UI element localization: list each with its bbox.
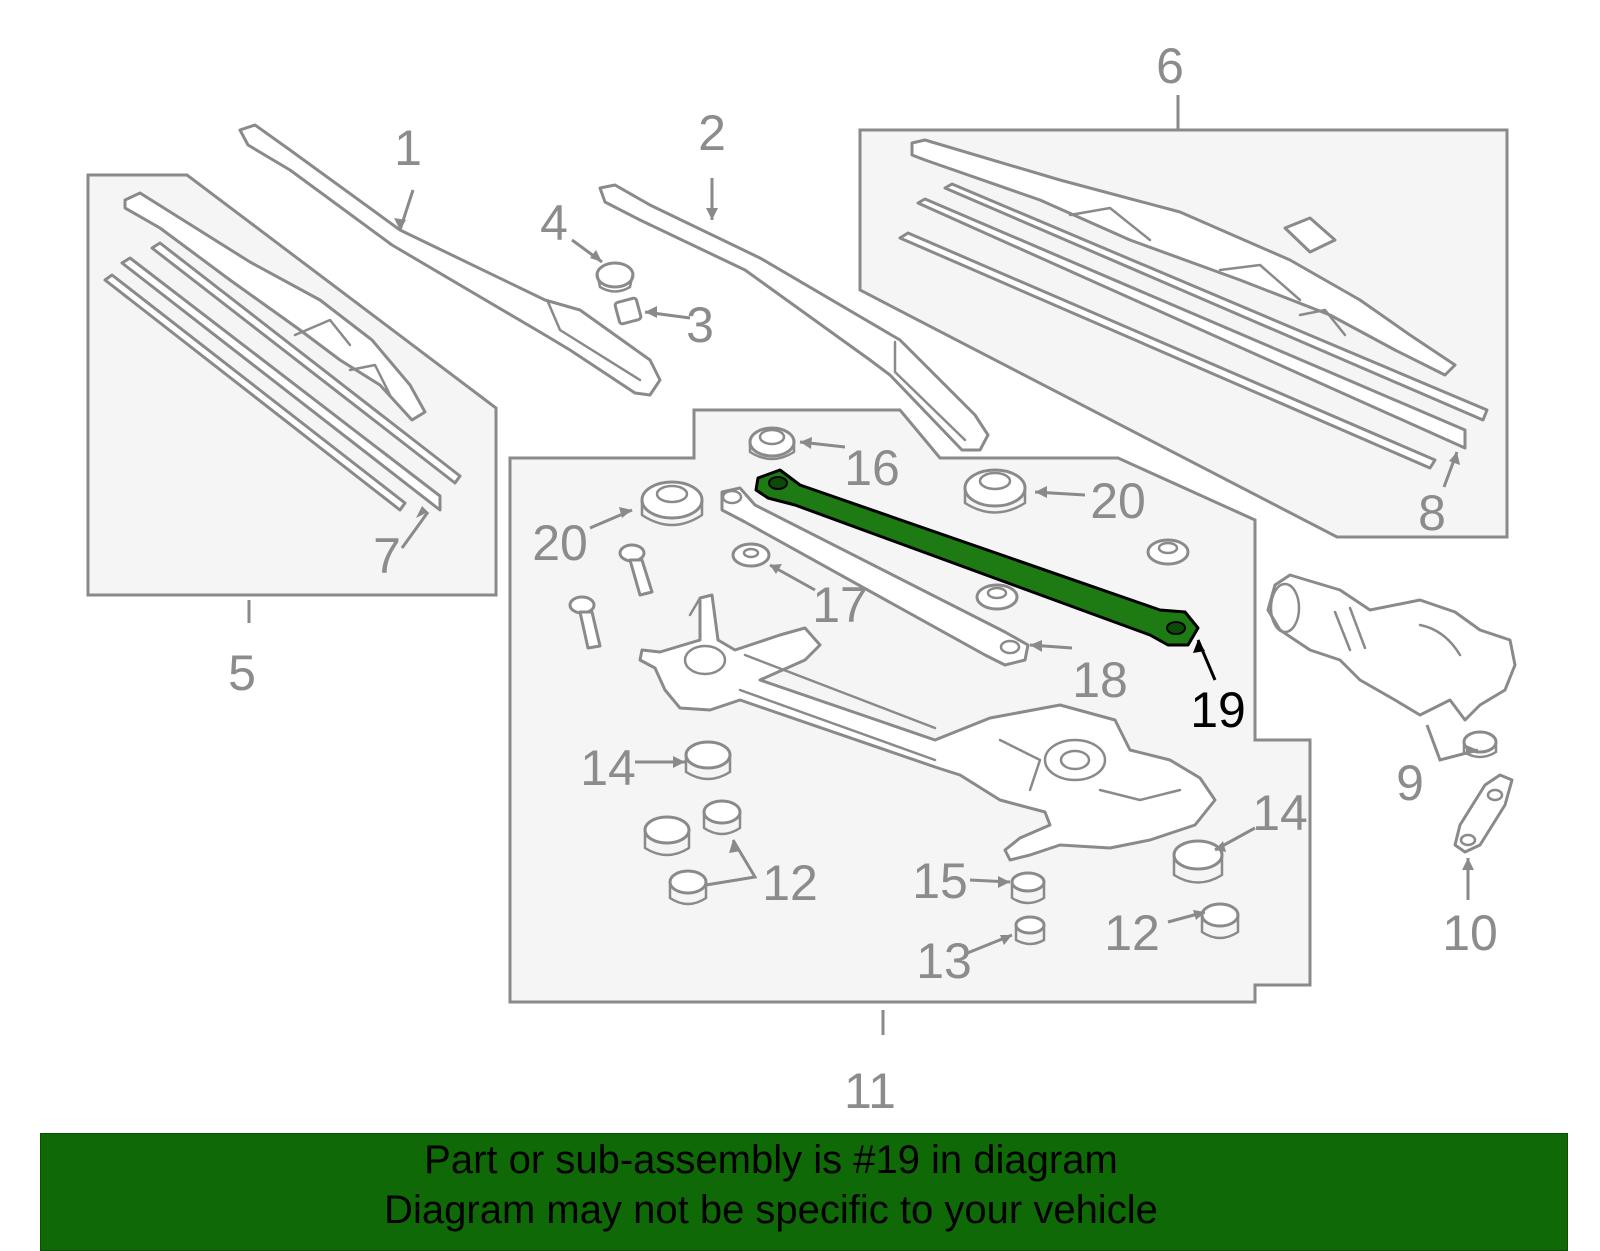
banner-line-part-number: Part or sub-assembly is #19 in diagram xyxy=(424,1138,1118,1182)
callout-7: 7 xyxy=(373,528,401,584)
bushing-15 xyxy=(1010,871,1046,905)
callout-13: 13 xyxy=(916,933,972,989)
callout-14-left: 14 xyxy=(580,740,636,796)
callout-8: 8 xyxy=(1418,485,1446,541)
callout-19: 19 xyxy=(1190,682,1246,738)
leader-arrowheads xyxy=(394,208,1478,945)
grommet-left-lower xyxy=(643,815,691,857)
callout-10: 10 xyxy=(1442,905,1498,961)
callout-6: 6 xyxy=(1156,38,1184,94)
leader-19-arrowhead xyxy=(1193,640,1205,653)
wiper-linkage-frame xyxy=(638,593,1217,862)
panel-right-wiper-blade xyxy=(858,128,1509,539)
bushing-12-a xyxy=(702,799,742,836)
bolt-lower xyxy=(568,595,602,650)
wiper-blade-right xyxy=(898,138,1489,470)
motor-cap-9 xyxy=(1462,730,1498,759)
bushing-12-c xyxy=(1200,902,1240,940)
wiper-arm-1 xyxy=(238,123,662,397)
wiper-motor xyxy=(1266,573,1517,722)
callout-20-right: 20 xyxy=(1090,473,1146,529)
callout-11: 11 xyxy=(844,1063,896,1119)
banner-line-disclaimer: Diagram may not be specific to your vehi… xyxy=(384,1188,1158,1232)
clip-3 xyxy=(613,296,643,326)
motor-crank-10 xyxy=(1453,773,1514,854)
link-rod-19-highlighted xyxy=(754,468,1200,647)
bushing-upper-right xyxy=(1146,538,1190,566)
leader-12-left xyxy=(705,839,758,887)
callout-1: 1 xyxy=(394,120,422,176)
callout-20-left: 20 xyxy=(532,515,588,571)
callout-17: 17 xyxy=(812,577,868,633)
callout-2: 2 xyxy=(698,105,726,161)
callout-3: 3 xyxy=(686,297,714,353)
grommet-14-right xyxy=(1172,839,1224,884)
callout-9: 9 xyxy=(1396,755,1424,811)
info-banner: Part or sub-assembly is #19 in diagram D… xyxy=(40,1133,1568,1251)
link-rod-grey xyxy=(720,486,1030,667)
wiper-arm-2 xyxy=(598,183,990,452)
bolt-upper xyxy=(618,543,654,597)
grommet-20-left xyxy=(640,480,704,527)
callout-5: 5 xyxy=(228,645,256,701)
callout-15: 15 xyxy=(912,853,968,909)
bushing-mid xyxy=(975,583,1019,611)
panel-linkage-assembly xyxy=(508,408,1312,1004)
callout-12-left: 12 xyxy=(762,855,818,911)
callout-14-right: 14 xyxy=(1252,785,1308,841)
callout-18: 18 xyxy=(1072,652,1128,708)
leader-7 xyxy=(400,511,430,549)
washer-17 xyxy=(731,542,771,568)
wiper-blade-left xyxy=(103,191,462,512)
cap-4 xyxy=(595,261,635,293)
grommet-20-right xyxy=(963,468,1027,514)
grommet-14-left xyxy=(684,740,732,781)
bushing-13 xyxy=(1014,915,1046,946)
bushing-12-b xyxy=(668,869,708,906)
callout-4: 4 xyxy=(540,195,568,251)
leader-9 xyxy=(1425,724,1479,762)
callout-12-right: 12 xyxy=(1104,905,1160,961)
callout-16: 16 xyxy=(844,440,900,496)
grommet-16 xyxy=(748,426,796,461)
